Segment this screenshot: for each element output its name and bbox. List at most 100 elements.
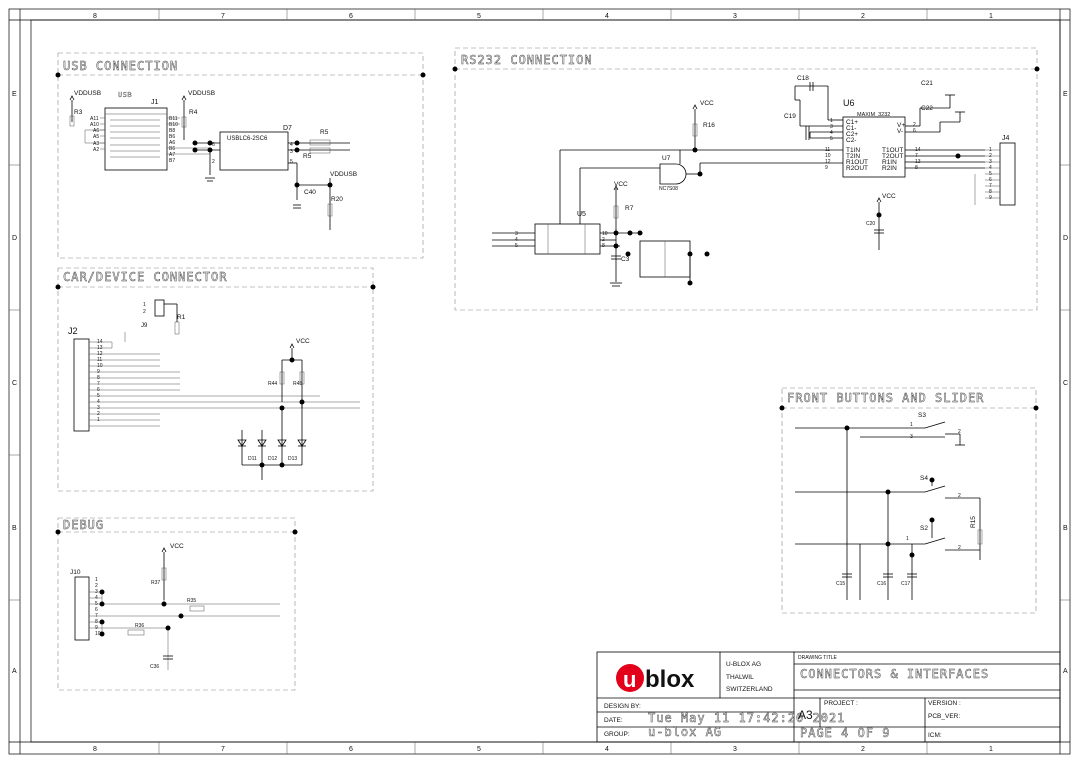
vddusb-label: VDDUSB [74,90,101,97]
r35-label: R35 [187,598,196,604]
row-label: B [12,525,17,532]
rs232-section-border [454,47,1038,311]
svg-text:1: 1 [143,302,146,308]
svg-text:5: 5 [830,136,833,142]
r15-label: R15 [970,516,977,528]
row-label: E [12,91,17,98]
c40-label: C40 [304,189,316,196]
svg-text:1: 1 [95,577,98,583]
group-value: u-blox AG [648,725,722,739]
u5-label: U5 [577,211,586,218]
debug-section-border [57,517,296,691]
svg-text:1: 1 [910,422,913,428]
svg-text:2: 2 [958,493,961,499]
svg-text:3: 3 [830,124,833,130]
svg-text:A2: A2 [93,147,99,153]
svg-text:1: 1 [906,536,909,542]
svg-text:R1IN: R1IN [882,159,897,166]
d7-part: USBLC6-2SC6 [227,136,268,142]
svg-text:V-: V- [897,128,903,135]
c21-label: C21 [921,80,933,87]
front-section-border [781,387,1037,614]
svg-text:4: 4 [830,130,833,136]
svg-text:2: 2 [958,545,961,551]
j2-connector [73,338,90,432]
car-section-title: CAR/DEVICE CONNECTOR [63,270,228,284]
row-label: D [12,235,17,242]
svg-text:6: 6 [913,128,916,134]
svg-text:C1+: C1+ [846,119,858,126]
svg-text:T1OUT: T1OUT [882,147,903,154]
c18-label: C18 [797,75,809,82]
j4-label: J4 [1002,135,1010,142]
col-label: 6 [349,746,353,753]
svg-text:B7: B7 [169,158,175,164]
c36-label: C36 [150,664,159,670]
r3-label: R3 [74,109,83,116]
sheet-outer-frame [8,8,1071,755]
r5a-label: R5 [320,129,329,136]
svg-text:12: 12 [825,159,831,165]
j9-label: J9 [141,323,148,329]
r45-label: R45 [293,381,302,387]
u6-label: U6 [843,98,855,108]
col-label: 6 [349,13,353,20]
rs232-section-title: RS232 CONNECTION [461,53,593,67]
j10-connector [74,576,90,641]
svg-text:A11: A11 [90,116,99,122]
d7-label: D7 [283,125,292,132]
logo-text: blox [645,666,695,693]
j1-connector [104,107,168,171]
j9-connector [154,299,165,317]
row-label: C [1063,380,1068,387]
svg-text:T2OUT: T2OUT [882,153,903,160]
svg-text:4: 4 [290,142,293,148]
u7-part: NC7S08 [659,186,678,192]
vcc-label: VCC [296,338,310,345]
j4-db9 [999,142,1016,206]
u6-maxim3232 [842,116,906,178]
col-label: 2 [861,746,865,753]
r37-label: R37 [151,580,160,586]
svg-text:6: 6 [212,142,215,148]
car-section-border [57,267,374,492]
col-label: 2 [861,13,865,20]
company-city: THALWIL [726,674,754,681]
row-label: A [12,668,17,675]
svg-text:A7: A7 [169,152,175,158]
svg-text:B8: B8 [169,128,175,134]
col-label: 4 [605,13,609,20]
drawing-title-label: DRAWING TITLE [798,655,838,661]
col-label: 5 [477,746,481,753]
svg-text:3: 3 [290,149,293,155]
front-buttons-section: FRONT BUTTONS AND SLIDER S3 1 3 2 S4 2 [779,387,1039,614]
svg-text:T1IN: T1IN [846,147,860,154]
s4-label: S4 [920,475,928,482]
row-label: E [1063,91,1068,98]
svg-text:A6: A6 [169,140,175,146]
c22-label: C22 [921,105,933,112]
icm-label: ICM: [928,732,942,739]
row-labels: E D C B A E D C B A [12,91,1068,675]
svg-text:B6: B6 [169,146,175,152]
c17-label: C17 [901,581,910,587]
sheet-inner-frame [30,19,1061,743]
company-name: U-BLOX AG [726,661,761,668]
svg-text:C1-: C1- [846,125,856,132]
svg-text:C2-: C2- [846,137,856,144]
j2-label: J2 [68,326,78,336]
drawing-title: CONNECTORS & INTERFACES [800,667,989,681]
svg-text:2: 2 [958,429,961,435]
title-block: u blox U-BLOX AG THALWIL SWITZERLAND DRA… [596,651,1061,743]
svg-text:9: 9 [825,165,828,171]
svg-text:1: 1 [830,118,833,124]
vcc-label: VCC [614,181,628,188]
svg-text:2: 2 [143,309,146,315]
column-dividers [9,9,1070,754]
row-label: C [12,380,17,387]
vcc-label: VCC [882,193,896,200]
svg-text:R2IN: R2IN [882,165,897,172]
company-country: SWITZERLAND [726,686,773,693]
column-labels-top: 8 7 6 5 4 3 2 1 [93,13,993,20]
svg-text:C2+: C2+ [846,131,858,138]
